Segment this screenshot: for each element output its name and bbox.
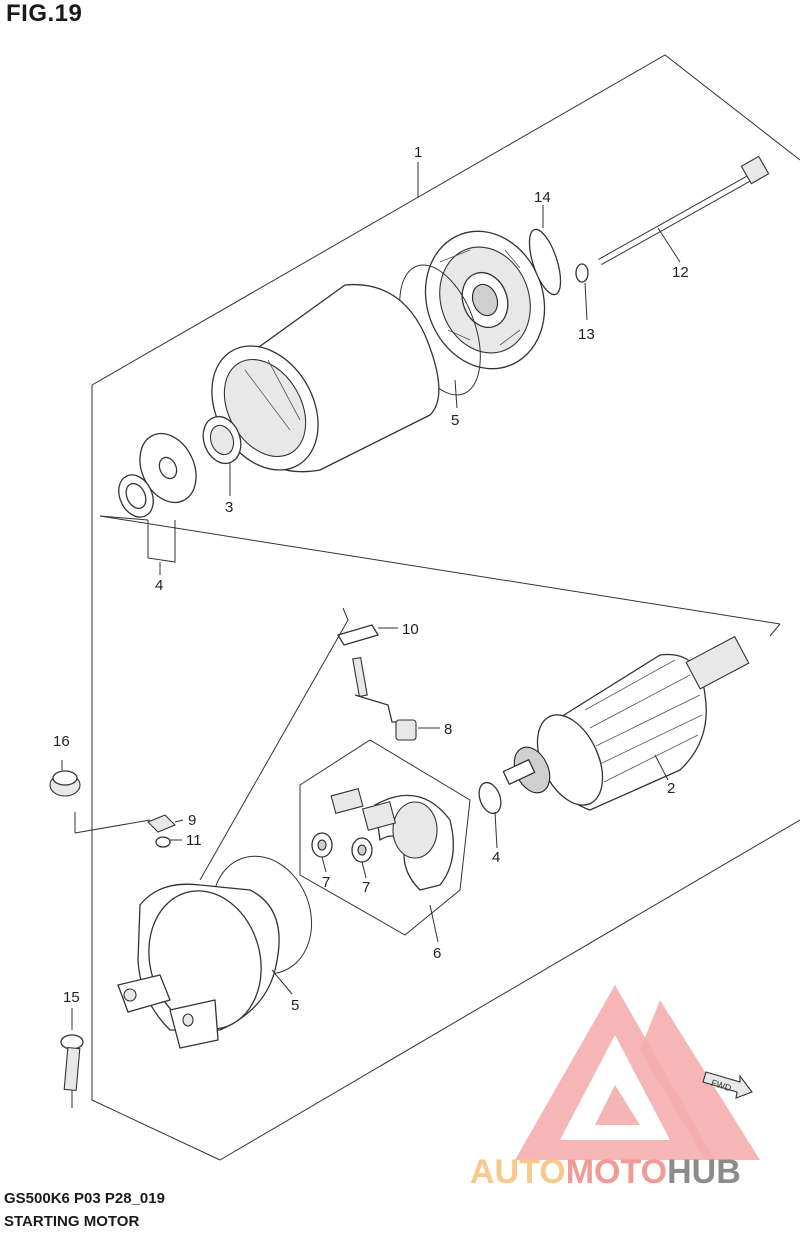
watermark-hub: HUB [667, 1153, 741, 1191]
svg-text:AUTOMOTOHUB: AUTOMOTOHUB [470, 1153, 741, 1191]
washer-13 [575, 263, 589, 283]
leader-lines [61, 162, 681, 1030]
nut-16 [49, 770, 81, 797]
callout-10: 10 [402, 621, 419, 638]
brush-holder-6 [299, 739, 471, 936]
washer-4-lower [478, 781, 502, 815]
terminal-bolt-8 [352, 656, 417, 741]
front-cover [424, 230, 546, 370]
callout-7-right: 7 [362, 879, 370, 896]
watermark-wordmark: AUTOMOTOHUB [470, 1153, 741, 1191]
callout-4-lower: 4 [492, 849, 500, 866]
callout-14: 14 [534, 189, 551, 206]
callout-7-left: 7 [322, 874, 330, 891]
assembly-boundary [91, 54, 800, 1161]
screw-15 [60, 1034, 84, 1092]
watermark-auto: AUTO [470, 1153, 566, 1191]
callout-2: 2 [667, 780, 675, 797]
callout-3: 3 [225, 499, 233, 516]
callout-5-lower: 5 [291, 997, 299, 1014]
o-ring-14 [528, 228, 562, 296]
callout-labels: 1 14 12 13 5 3 4 10 8 2 4 7 7 6 9 11 5 1… [53, 144, 689, 1014]
bearing-3 [202, 415, 242, 465]
figure-title: FIG.19 [6, 0, 83, 27]
watermark-moto: MOTO [566, 1153, 667, 1191]
figure-subtitle: STARTING MOTOR [4, 1213, 140, 1230]
through-bolt-12 [598, 155, 770, 266]
leader-line-16 [74, 819, 151, 834]
callout-6: 6 [433, 945, 441, 962]
watermark-logo-mark [515, 985, 760, 1160]
callout-15: 15 [63, 989, 80, 1006]
callout-5-upper: 5 [451, 412, 459, 429]
rear-cover [117, 883, 280, 1049]
callout-13: 13 [578, 326, 595, 343]
insulator-9 [147, 814, 176, 833]
bracket-4-upper [147, 520, 176, 563]
brush-7-left [311, 832, 333, 858]
callout-9: 9 [188, 812, 196, 829]
callout-12: 12 [672, 264, 689, 281]
callout-8: 8 [444, 721, 452, 738]
armature-2 [502, 635, 750, 811]
insulator-10 [337, 624, 379, 646]
callout-11: 11 [186, 832, 202, 849]
leader-line-8-10 [199, 607, 349, 881]
callout-4-upper: 4 [155, 577, 163, 594]
brush-7-right [351, 837, 373, 863]
catalog-code: GS500K6 P03 P28_019 [4, 1190, 165, 1207]
washer-11 [155, 836, 171, 848]
washer-set-4-upper [118, 432, 197, 518]
callout-16: 16 [53, 733, 70, 750]
callout-1: 1 [414, 144, 422, 161]
